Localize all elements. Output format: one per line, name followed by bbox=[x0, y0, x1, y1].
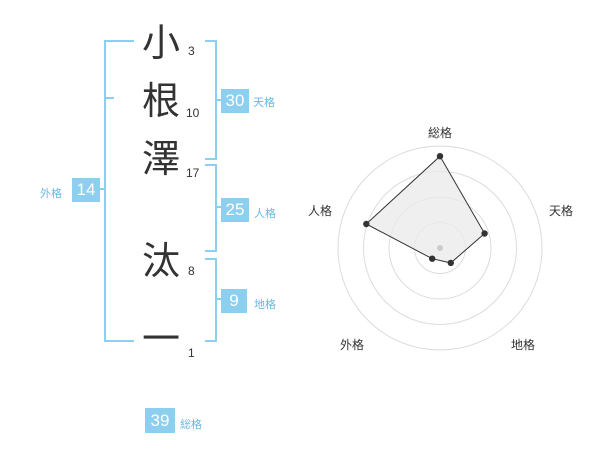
chikaku-label: 地格 bbox=[254, 298, 276, 311]
jinkaku-tick bbox=[215, 206, 221, 208]
radar-label-soukaku: 総格 bbox=[428, 126, 453, 140]
radar-point-4 bbox=[429, 255, 436, 262]
radar-ring bbox=[337, 145, 543, 351]
name-char-5: 一 bbox=[142, 317, 181, 361]
tenkaku-tick bbox=[215, 99, 221, 101]
radar-label-tenkaku: 天格 bbox=[549, 204, 574, 218]
bracket-mid-tick-upper bbox=[104, 97, 114, 99]
radar-point-5 bbox=[363, 220, 370, 228]
gaikaku-bracket bbox=[104, 40, 134, 342]
jinkaku-label: 人格 bbox=[254, 207, 276, 220]
radar-point-1 bbox=[436, 153, 444, 160]
radar-label-chikaku: 地格 bbox=[511, 338, 536, 352]
name-char-1: 小 bbox=[142, 21, 181, 65]
radar-label-jinkaku: 人格 bbox=[308, 204, 333, 218]
jinkaku-bracket bbox=[205, 164, 217, 252]
chikaku-badge: 9 bbox=[221, 289, 247, 313]
name-char-4: 汰 bbox=[142, 239, 181, 283]
jinkaku-badge: 25 bbox=[221, 198, 249, 222]
stroke-count-2: 10 bbox=[186, 106, 200, 120]
soukaku-badge: 39 bbox=[145, 408, 175, 433]
gaikaku-label: 外格 bbox=[40, 187, 62, 200]
tenkaku-label: 天格 bbox=[253, 96, 275, 109]
name-char-2: 根 bbox=[142, 79, 181, 123]
name-char-3: 澤 bbox=[142, 137, 181, 181]
radar-polygon bbox=[365, 155, 486, 264]
soukaku-label: 総格 bbox=[180, 418, 202, 431]
chikaku-tick bbox=[215, 298, 221, 300]
stroke-count-3: 17 bbox=[186, 166, 200, 180]
radar-label-gaikaku: 外格 bbox=[340, 338, 365, 352]
stroke-count-1: 3 bbox=[188, 44, 195, 58]
radar-point-3 bbox=[447, 259, 454, 267]
tenkaku-badge: 30 bbox=[221, 89, 249, 113]
chikaku-bracket bbox=[205, 258, 217, 342]
radar-point-2 bbox=[481, 230, 488, 237]
stroke-count-5: 1 bbox=[188, 346, 195, 360]
stroke-count-4: 8 bbox=[188, 264, 195, 278]
radar-center-dot bbox=[437, 245, 443, 251]
gaikaku-badge: 14 bbox=[72, 178, 100, 202]
